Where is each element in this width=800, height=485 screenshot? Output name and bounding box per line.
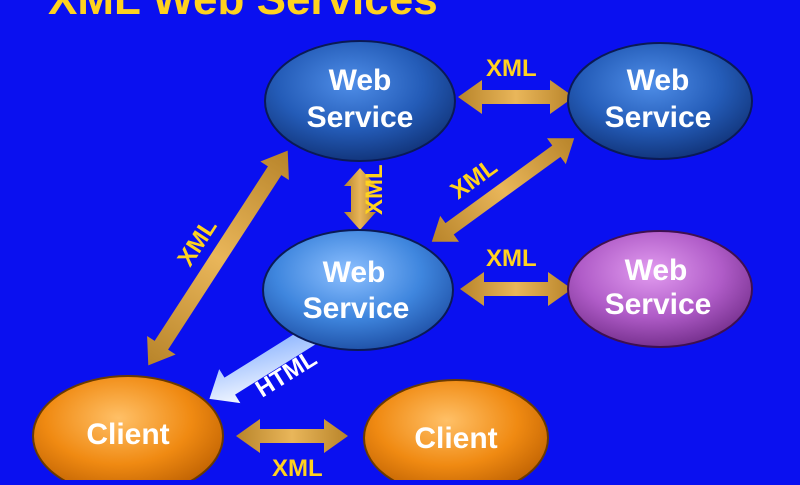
diagram-title: XML Web Services	[48, 0, 438, 24]
arrow-left-diagonal	[147, 150, 289, 366]
label-xml-clients: XML	[272, 455, 323, 480]
arrow-top-vertical	[344, 168, 376, 230]
web-service-top-right: Web Service	[567, 42, 753, 160]
label-xml-purple: XML	[486, 245, 537, 272]
arrow-html	[209, 324, 320, 404]
arrow-center-to-purple	[460, 272, 572, 306]
web-service-center: Web Service	[262, 229, 454, 351]
web-service-purple: Web Service	[567, 230, 753, 348]
client-left-label: Client	[86, 418, 169, 451]
arrow-top-horizontal	[458, 80, 574, 114]
ws-top-right-line1: Web	[627, 64, 690, 97]
ws-center-line1: Web	[323, 256, 386, 289]
ws-top-left-line2: Service	[307, 101, 414, 134]
client-right: Client	[363, 379, 549, 485]
arrow-clients	[236, 419, 348, 453]
web-service-top-left: Web Service	[264, 40, 456, 162]
ws-purple-line2: Service	[605, 288, 712, 321]
ws-purple-line1: Web	[625, 254, 688, 287]
label-xml-top: XML	[486, 55, 537, 82]
client-right-label: Client	[414, 422, 497, 455]
ws-center-line2: Service	[303, 292, 410, 325]
ws-top-right-line2: Service	[605, 101, 712, 134]
label-xml-vertical: XML	[361, 164, 388, 215]
arrow-diagonal-top-right	[431, 138, 575, 242]
client-left: Client	[32, 375, 224, 485]
ws-top-left-line1: Web	[329, 64, 392, 97]
